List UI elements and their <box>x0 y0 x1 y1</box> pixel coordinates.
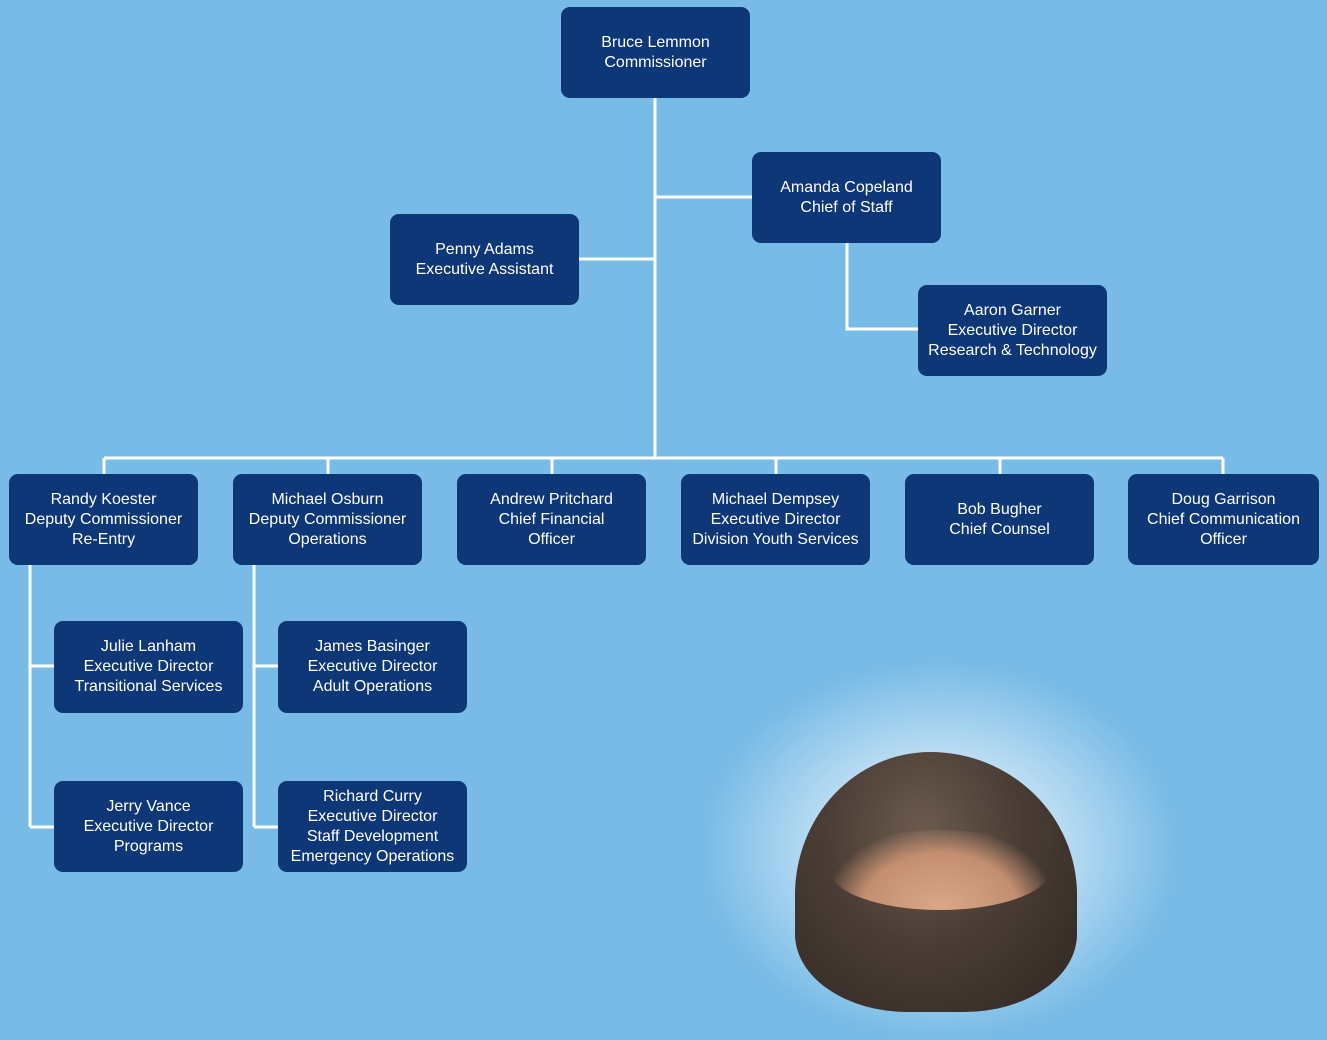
node-title: Executive Director <box>83 817 214 835</box>
org-chart-connectors <box>28 98 1225 829</box>
node-title-line1: Chief Financial <box>498 510 605 528</box>
node-title: Commissioner <box>604 53 707 71</box>
node-division: Programs <box>113 837 184 855</box>
node-division: Staff Development <box>306 827 439 845</box>
node-name: Penny Adams <box>435 240 534 258</box>
node-title: Executive Director <box>307 807 438 825</box>
node-cfo: Andrew Pritchard Chief Financial Officer <box>457 474 646 565</box>
node-adult-operations: James Basinger Executive Director Adult … <box>278 621 467 713</box>
node-division: Research & Technology <box>928 341 1097 359</box>
connector-research <box>845 243 918 331</box>
node-division: Re-Entry <box>71 530 136 548</box>
node-division: Adult Operations <box>312 678 433 695</box>
node-title: Executive Director <box>947 321 1078 339</box>
node-name: Randy Koester <box>50 490 157 508</box>
node-name: Aaron Garner <box>964 301 1061 319</box>
node-division: Division Youth Services <box>692 530 859 548</box>
node-youth-services: Michael Dempsey Executive Director Divis… <box>681 474 870 565</box>
node-transitional-services: Julie Lanham Executive Director Transiti… <box>54 621 243 713</box>
node-title-line2: Officer <box>528 530 575 548</box>
node-title: Executive Director <box>710 510 841 528</box>
node-name: Andrew Pritchard <box>490 490 613 508</box>
node-division-2: Emergency Operations <box>290 847 455 865</box>
node-staff-development: Richard Curry Executive Director Staff D… <box>278 781 467 872</box>
node-division: Operations <box>288 530 367 548</box>
node-name: Bob Bugher <box>957 500 1042 518</box>
node-programs: Jerry Vance Executive Director Programs <box>54 781 243 872</box>
node-name: Amanda Copeland <box>780 178 913 196</box>
node-communication: Doug Garrison Chief Communication Office… <box>1128 474 1319 565</box>
node-title: Executive Assistant <box>415 260 554 278</box>
node-title: Executive Director <box>307 658 438 675</box>
node-name: James Basinger <box>315 638 430 655</box>
node-executive-assistant: Penny Adams Executive Assistant <box>390 214 579 305</box>
node-title: Executive Director <box>83 658 214 675</box>
node-name: Doug Garrison <box>1171 490 1276 508</box>
node-chief-of-staff: Amanda Copeland Chief of Staff <box>752 152 941 243</box>
node-operations: Michael Osburn Deputy Commissioner Opera… <box>233 474 422 565</box>
node-commissioner: Bruce Lemmon Commissioner <box>561 7 750 98</box>
node-title-line1: Chief Communication <box>1147 510 1300 528</box>
node-name: Bruce Lemmon <box>601 33 710 51</box>
node-re-entry: Randy Koester Deputy Commissioner Re-Ent… <box>9 474 198 565</box>
node-name: Jerry Vance <box>106 797 191 815</box>
node-name: Michael Dempsey <box>711 490 840 508</box>
node-division: Transitional Services <box>74 678 223 695</box>
node-name: Michael Osburn <box>271 490 384 508</box>
node-title: Deputy Commissioner <box>248 510 407 528</box>
node-title: Chief Counsel <box>949 520 1050 538</box>
node-title: Deputy Commissioner <box>24 510 183 528</box>
node-title: Chief of Staff <box>800 198 893 216</box>
node-counsel: Bob Bugher Chief Counsel <box>905 474 1094 565</box>
node-name: Julie Lanham <box>100 638 197 655</box>
node-research-technology: Aaron Garner Executive Director Research… <box>918 285 1107 376</box>
node-title-line2: Officer <box>1200 530 1247 548</box>
node-name: Richard Curry <box>323 787 422 805</box>
